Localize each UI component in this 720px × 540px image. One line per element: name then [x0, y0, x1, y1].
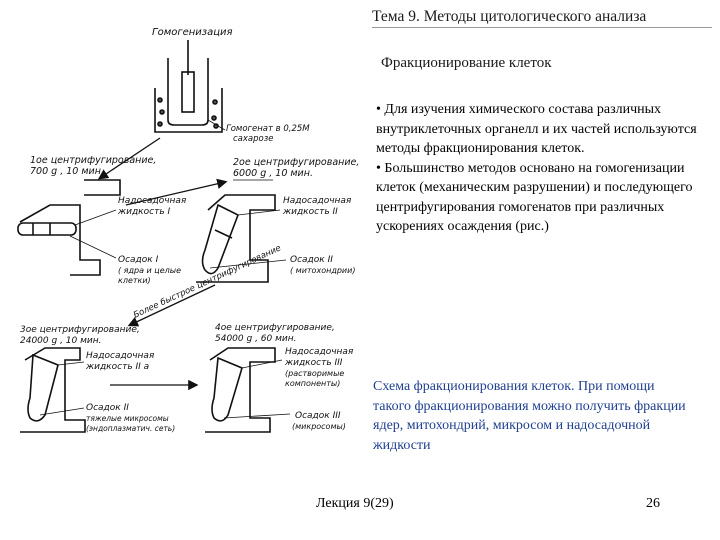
arrow-to-step2: [125, 178, 228, 206]
pellet2-label-2: ( митохондрии): [290, 266, 355, 275]
step2-label-2: 6000 g , 10 мин.: [233, 168, 313, 179]
homogenate-label-2: сахарозе: [233, 134, 273, 144]
page-number: 26: [646, 496, 660, 511]
super4-label-1: Надосадочная: [285, 347, 354, 357]
step3-label-1: 3ое центрифугирование,: [20, 325, 140, 335]
super3-label-2: жидкость II а: [85, 362, 149, 372]
centrifuge-1: 1ое центрифугирование, 700 g , 10 мин. Н…: [17, 155, 187, 285]
arrow-to-step1: [97, 137, 161, 180]
super2-label-2: жидкость II: [282, 207, 338, 217]
super1-label-2: жидкость I: [117, 207, 170, 217]
homogenizer: Гомогенизация Гомогенат в 0,25М сахарозе: [152, 27, 310, 144]
fractionation-diagram: Гомогенизация Гомогенат в 0,25М сахарозе…: [17, 27, 359, 433]
pellet1-label-1: Осадок I: [118, 255, 159, 265]
centrifuge-4: 4ое центрифугирование, 54000 g , 60 мин.…: [205, 323, 354, 433]
homogenate-label-1: Гомогенат в 0,25М: [226, 124, 310, 134]
pellet3-label-1: Осадок II: [86, 403, 129, 413]
pellet1-label-3: клетки): [118, 276, 151, 285]
pellet3-label-2: тяжелые микросомы: [86, 414, 169, 423]
centrifuge-2: 2ое центрифугирование, 6000 g , 10 мин. …: [196, 157, 359, 283]
super2-label-1: Надосадочная: [283, 196, 352, 206]
super4-label-2: жидкость III: [284, 358, 343, 368]
bullet-item: • Большинство методов основано на гомоге…: [376, 160, 693, 235]
step3-label-2: 24000 g , 10 мин.: [20, 336, 101, 346]
super4-label-4: компоненты): [285, 379, 340, 388]
figure-caption: Схема фракционирования клеток. При помощ…: [373, 379, 686, 453]
super3-label-1: Надосадочная: [86, 351, 155, 361]
footer-lecture: Лекция 9(29): [316, 496, 394, 511]
pellet4-label-2: (микросомы): [292, 422, 346, 431]
pellet3-label-3: (эндоплазматич. сеть): [86, 424, 175, 433]
pellet4-label-1: Осадок III: [295, 411, 341, 421]
pellet1-label-2: ( ядра и целые: [118, 266, 181, 275]
homogenization-label: Гомогенизация: [152, 27, 233, 38]
step4-label-2: 54000 g , 60 мин.: [215, 334, 296, 344]
step2-label-1: 2ое центрифугирование,: [233, 157, 359, 168]
super1-label-1: Надосадочная: [118, 196, 187, 206]
step1-label-1: 1ое центрифугирование,: [30, 155, 156, 166]
bullet-item: • Для изучения химического состава разли…: [376, 102, 697, 156]
pellet2-label-1: Осадок II: [290, 255, 333, 265]
slide-subtitle: Фракционирование клеток: [381, 55, 552, 71]
arrow-faster: [127, 284, 216, 327]
slide-title: Тема 9. Методы цитологического анализа: [372, 8, 712, 28]
centrifuge-3: 3ое центрифугирование, 24000 g , 10 мин.…: [20, 325, 175, 433]
super4-label-3: (растворимые: [285, 369, 344, 378]
bullet-list: • Для изучения химического состава разли…: [376, 100, 706, 237]
step1-label-2: 700 g , 10 мин.: [30, 166, 104, 177]
step4-label-1: 4ое центрифугирование,: [215, 323, 335, 333]
